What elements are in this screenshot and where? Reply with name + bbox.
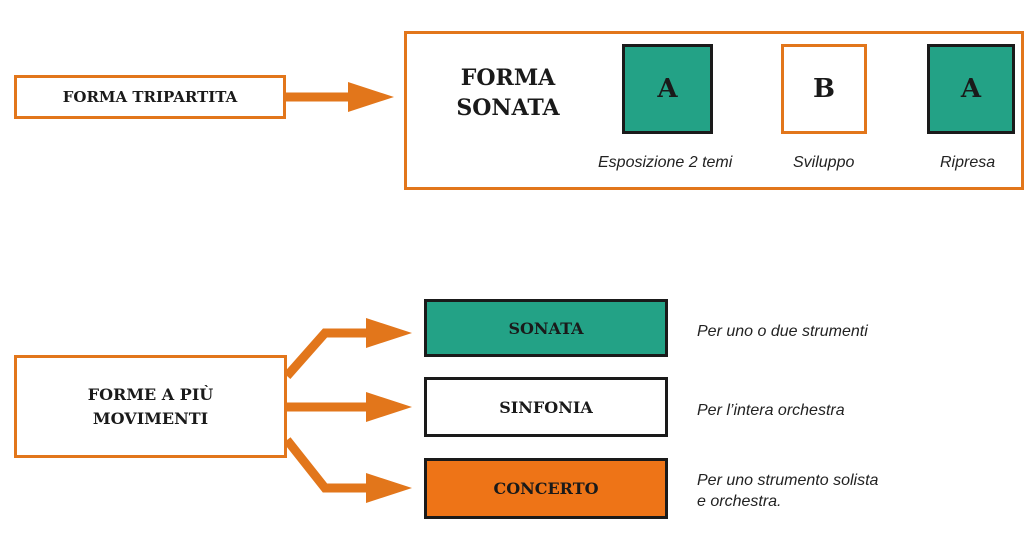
note-concerto: Per uno strumento solista e orchestra. <box>697 470 878 512</box>
forme-piu-movimenti-line1: FORME A PIÙ <box>87 384 214 404</box>
caption-esposizione: Esposizione 2 temi <box>598 154 733 171</box>
section-box-b: B <box>781 44 867 134</box>
forma-sonata-title-line1: FORMA <box>460 65 556 91</box>
section-box-a2: A <box>927 44 1015 134</box>
forma-tripartita-box: FORMA TRIPARTITA <box>14 75 286 119</box>
section-letter-b: B <box>813 74 835 104</box>
caption-ripresa: Ripresa <box>940 154 996 171</box>
sonata-label: SONATA <box>508 318 584 338</box>
sinfonia-label: SINFONIA <box>499 397 593 417</box>
forme-piu-movimenti-line2: MOVIMENTI <box>92 408 209 428</box>
forma-sonata-panel <box>404 31 1024 190</box>
forme-piu-movimenti-box: FORME A PIÙ MOVIMENTI <box>14 355 287 458</box>
note-concerto-line2: e orchestra. <box>697 493 782 510</box>
forma-tripartita-label: FORMA TRIPARTITA <box>62 88 238 106</box>
arrow-to-sonata <box>283 328 370 379</box>
section-box-a1: A <box>622 44 713 134</box>
note-sonata-text: Per uno o due strumenti <box>697 323 868 340</box>
note-concerto-line1: Per uno strumento solista <box>697 472 879 489</box>
note-sinfonia-text: Per l’intera orchestra <box>697 402 845 419</box>
concerto-box: CONCERTO <box>424 458 668 519</box>
forma-sonata-title-line2: SONATA <box>456 95 560 121</box>
concerto-label: CONCERTO <box>493 479 599 498</box>
arrowhead-tripartita <box>348 82 394 112</box>
arrowhead-concerto <box>366 473 412 503</box>
section-letter-a1: A <box>657 74 678 104</box>
note-sinfonia: Per l’intera orchestra <box>697 400 845 421</box>
arrowhead-sonata <box>366 318 412 348</box>
forma-sonata-title: FORMA SONATA <box>438 58 578 128</box>
arrowhead-sinfonia <box>366 392 412 422</box>
caption-sviluppo: Sviluppo <box>793 154 855 171</box>
sonata-box: SONATA <box>424 299 668 357</box>
arrow-to-concerto <box>283 437 370 493</box>
note-sonata: Per uno o due strumenti <box>697 321 868 342</box>
sinfonia-box: SINFONIA <box>424 377 668 437</box>
section-letter-a2: A <box>960 74 982 104</box>
